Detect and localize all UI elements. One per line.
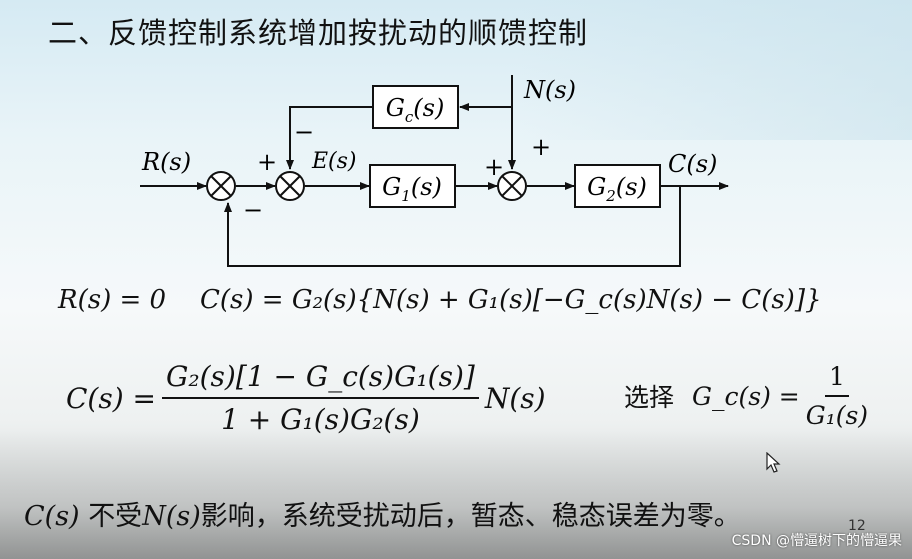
arrow-gc-s2 <box>286 106 373 170</box>
block-gc-label: Gc(s) <box>386 94 445 126</box>
sign-plus-s2: + <box>257 148 277 176</box>
fraction-denominator: 1 + G₁(s)G₂(s) <box>221 403 420 436</box>
choose-gc: 选择 G_c(s) = 1 G₁(s) <box>624 362 874 430</box>
block-g2 <box>574 164 661 208</box>
sign-plus-s3-top: + <box>531 133 551 161</box>
block-g2-label: G2(s) <box>587 173 647 205</box>
equation-r-zero: R(s) = 0 <box>58 285 167 315</box>
choose-fraction: 1 G₁(s) <box>806 362 868 430</box>
input-label: R(s) <box>141 148 191 176</box>
summer-2 <box>275 171 305 201</box>
equation-rhs: N(s) <box>484 381 546 415</box>
sign-minus-s2: − <box>294 118 314 146</box>
block-gc <box>372 85 459 129</box>
summer-1 <box>206 171 236 201</box>
fraction-numerator: G₂(s)[1 − G_c(s)G₁(s)] <box>162 360 479 399</box>
choose-denominator: G₁(s) <box>805 401 869 430</box>
feedback-path <box>224 186 681 267</box>
slide-title: 二、反馈控制系统增加按扰动的顺馈控制 <box>48 16 589 50</box>
block-g1-label: G1(s) <box>382 173 442 205</box>
choose-label: 选择 <box>624 383 675 412</box>
watermark: CSDN @懵逼树下的懵逼果 <box>731 533 902 549</box>
block-g1 <box>369 164 456 208</box>
disturbance-label: N(s) <box>523 76 576 104</box>
error-label: E(s) <box>311 149 357 174</box>
choose-numerator: 1 <box>824 362 849 397</box>
output-label: C(s) <box>668 150 717 178</box>
equation-c-expanded: C(s) = G₂(s){N(s) + G₁(s)[−G_c(s)N(s) − … <box>200 285 822 315</box>
sign-plus-s3-left: + <box>484 153 504 181</box>
choose-lhs: G_c(s) = <box>692 381 800 411</box>
block-diagram: Gc(s) G1(s) G2(s) R(s) C(s) N(s) E(s) + … <box>140 75 729 267</box>
equation-lhs: C(s) = <box>66 381 157 415</box>
page-number: 12 <box>848 518 866 534</box>
sign-minus-s1: − <box>243 196 263 224</box>
mouse-cursor-icon <box>766 452 781 473</box>
conclusion-text: C(s) 不受N(s)影响，系统受扰动后，暂态、稳态误差为零。 <box>24 501 741 532</box>
equation-c-closed-form: C(s) = G₂(s)[1 − G_c(s)G₁(s)] 1 + G₁(s)G… <box>66 360 546 436</box>
equation-fraction: G₂(s)[1 − G_c(s)G₁(s)] 1 + G₁(s)G₂(s) <box>162 360 479 436</box>
summer-3 <box>497 171 527 201</box>
